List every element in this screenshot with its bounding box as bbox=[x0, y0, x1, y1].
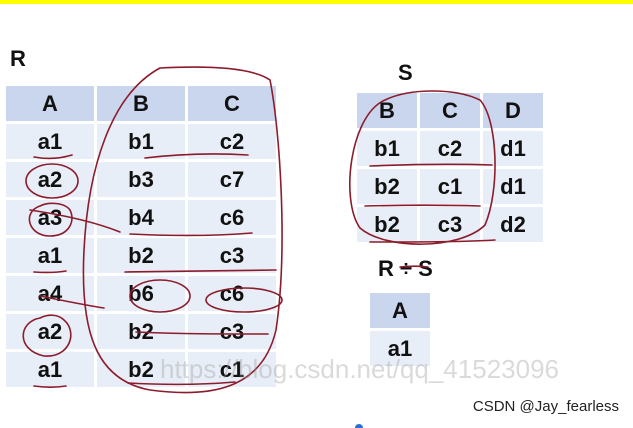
table-row: a1 b2 c3 bbox=[6, 238, 276, 273]
table-row: a2 b3 c7 bbox=[6, 162, 276, 197]
credit-caption: CSDN @Jay_fearless bbox=[472, 398, 619, 415]
table-cell: d1 bbox=[483, 131, 543, 166]
table-cell: b2 bbox=[357, 169, 417, 204]
table-row: b2 c3 d2 bbox=[357, 207, 543, 242]
watermark: https://blog.csdn.net/qq_41523096 bbox=[160, 354, 559, 384]
table-row: b2 c1 d1 bbox=[357, 169, 543, 204]
relation-s-table: B C D b1 c2 d1 b2 c1 d1 b2 c3 d2 bbox=[354, 90, 546, 245]
table-cell: d2 bbox=[483, 207, 543, 242]
column-header: A bbox=[370, 293, 430, 328]
table-row: a2 b2 c3 bbox=[6, 314, 276, 349]
table-cell: c2 bbox=[188, 124, 276, 159]
table-header-row: A bbox=[370, 293, 430, 328]
top-highlight-bar bbox=[0, 0, 633, 4]
table-cell: b2 bbox=[357, 207, 417, 242]
table-row: a1 b1 c2 bbox=[6, 124, 276, 159]
relation-s-label: S bbox=[398, 60, 413, 85]
column-header: C bbox=[188, 86, 276, 121]
table-row: a3 b4 c6 bbox=[6, 200, 276, 235]
table-cell: a4 bbox=[6, 276, 94, 311]
table-cell: a1 bbox=[6, 238, 94, 273]
relation-r-label: R bbox=[10, 46, 26, 71]
division-result-table: A a1 bbox=[367, 290, 433, 369]
column-header: A bbox=[6, 86, 94, 121]
table-cell: a2 bbox=[6, 314, 94, 349]
table-cell: a1 bbox=[6, 124, 94, 159]
table-cell: c3 bbox=[188, 238, 276, 273]
column-header: B bbox=[97, 86, 185, 121]
table-cell: c6 bbox=[188, 276, 276, 311]
table-cell: a1 bbox=[370, 331, 430, 366]
table-cell: a2 bbox=[6, 162, 94, 197]
table-cell: c1 bbox=[420, 169, 480, 204]
relation-r-table: A B C a1 b1 c2 a2 b3 c7 a3 b4 c6 a1 bbox=[3, 83, 279, 390]
table-cell: c3 bbox=[420, 207, 480, 242]
table-header-row: A B C bbox=[6, 86, 276, 121]
table-cell: b1 bbox=[357, 131, 417, 166]
column-header: B bbox=[357, 93, 417, 128]
table-row: a1 bbox=[370, 331, 430, 366]
blue-dot bbox=[355, 424, 363, 428]
table-cell: b6 bbox=[97, 276, 185, 311]
table-row: b1 c2 d1 bbox=[357, 131, 543, 166]
table-cell: b3 bbox=[97, 162, 185, 197]
table-cell: c7 bbox=[188, 162, 276, 197]
table-header-row: B C D bbox=[357, 93, 543, 128]
table-cell: a3 bbox=[6, 200, 94, 235]
table-row: a4 b6 c6 bbox=[6, 276, 276, 311]
table-cell: c3 bbox=[188, 314, 276, 349]
column-header: C bbox=[420, 93, 480, 128]
column-header: D bbox=[483, 93, 543, 128]
table-cell: d1 bbox=[483, 169, 543, 204]
table-cell: c2 bbox=[420, 131, 480, 166]
table-cell: b2 bbox=[97, 238, 185, 273]
table-cell: b4 bbox=[97, 200, 185, 235]
table-cell: b1 bbox=[97, 124, 185, 159]
table-cell: b2 bbox=[97, 314, 185, 349]
table-cell: a1 bbox=[6, 352, 94, 387]
division-result-label: R ÷ S bbox=[378, 256, 433, 281]
table-cell: c6 bbox=[188, 200, 276, 235]
